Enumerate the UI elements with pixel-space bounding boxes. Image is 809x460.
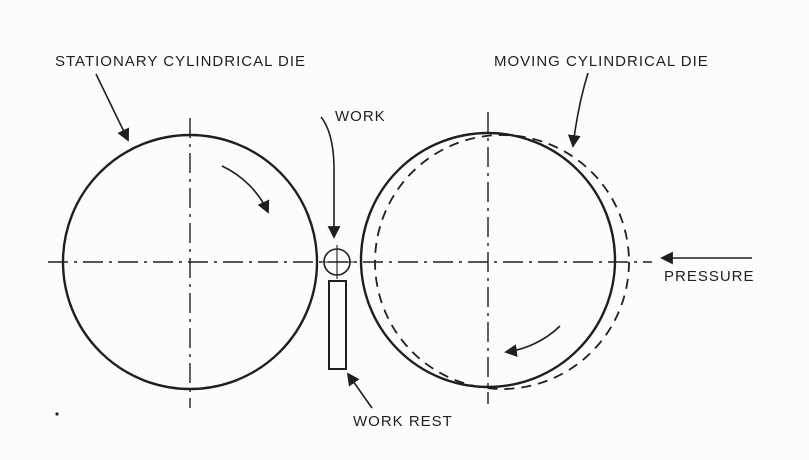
work-label: WORK bbox=[335, 108, 386, 125]
pressure-label: PRESSURE bbox=[664, 268, 755, 285]
work-rest-rect bbox=[328, 280, 347, 370]
stationary-die-circle bbox=[61, 133, 319, 391]
stray-dot bbox=[55, 412, 59, 416]
moving-die-dashed-outline bbox=[374, 134, 630, 390]
work-rest-label: WORK REST bbox=[353, 413, 453, 430]
moving-die-circle bbox=[359, 131, 617, 389]
stationary-die-leader bbox=[95, 73, 130, 142]
work-leader bbox=[320, 116, 341, 239]
stationary-die-label: STATIONARY CYLINDRICAL DIE bbox=[55, 53, 306, 70]
work-rest-leader bbox=[346, 372, 373, 409]
stationary-die-rotation-arrow bbox=[221, 165, 270, 214]
moving-die-leader bbox=[567, 72, 589, 148]
moving-die-rotation-arrow bbox=[504, 325, 561, 357]
moving-die-label: MOVING CYLINDRICAL DIE bbox=[494, 53, 709, 70]
